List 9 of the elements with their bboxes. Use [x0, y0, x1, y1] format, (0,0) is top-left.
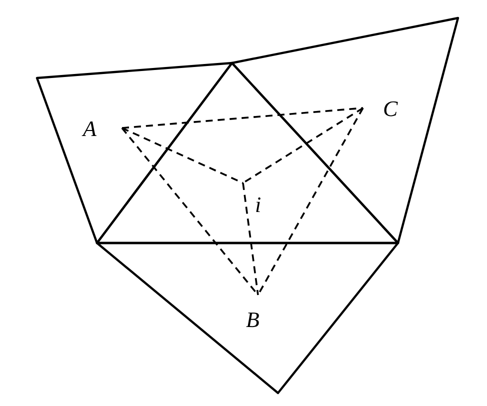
point-label: B: [246, 309, 260, 331]
dashed-line: [122, 107, 364, 129]
dashed-line: [122, 127, 244, 184]
point-label: A: [83, 118, 96, 140]
dashed-line: [242, 107, 364, 184]
point-label: i: [255, 194, 262, 216]
point-label: C: [383, 98, 398, 120]
dashed-line: [257, 108, 364, 296]
dashed-line: [242, 182, 259, 296]
